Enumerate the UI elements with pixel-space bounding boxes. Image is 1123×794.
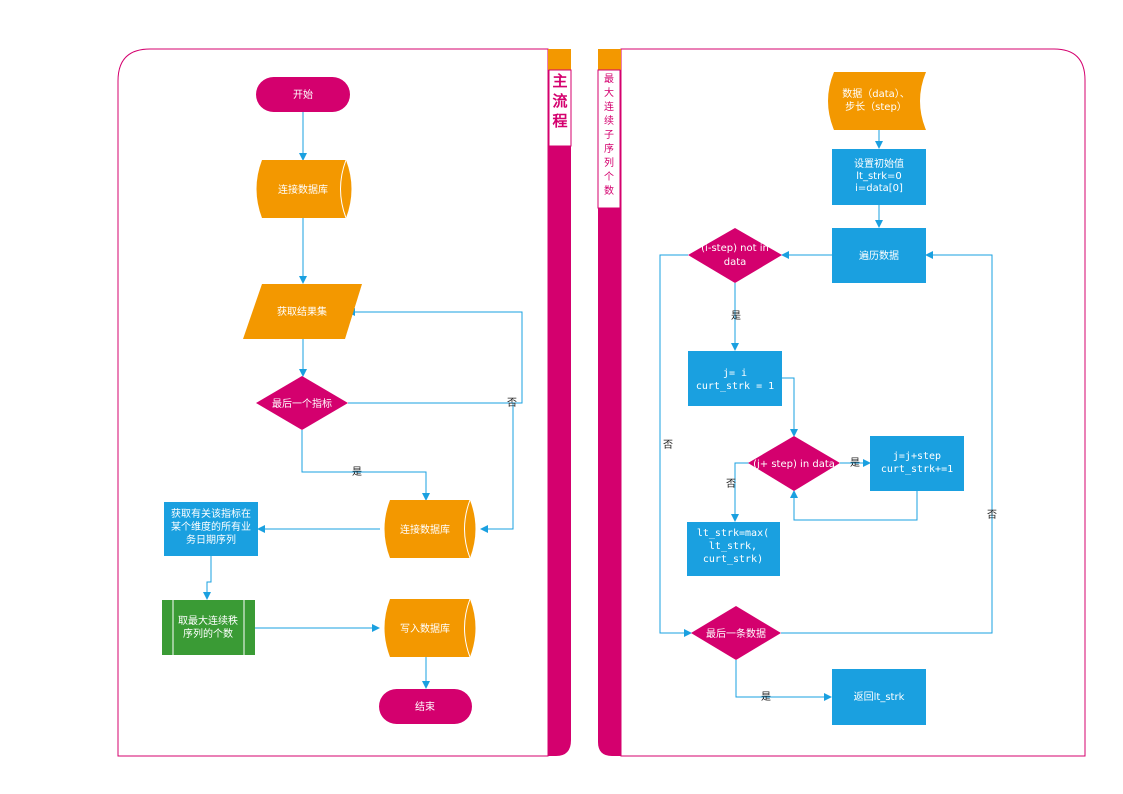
node-last-data: 最后一条数据 — [691, 606, 781, 660]
edge-label-no-1: 否 — [663, 439, 673, 451]
node-get-dates-label-line: 某个维度的所有业 — [171, 520, 251, 533]
node-input-data-label-line: 步长（step） — [845, 101, 907, 113]
main-flow-title: 主流程 — [552, 72, 567, 130]
edge-label-no: 否 — [507, 397, 517, 409]
node-connect-db-2: 连接数据库 — [384, 499, 476, 559]
node-write-db: 写入数据库 — [384, 598, 476, 658]
node-assign-label: j= i curt_strk = 1 — [696, 368, 774, 392]
node-get-dates-label-line: 获取有关该指标在 — [171, 507, 251, 520]
node-increment: j=j+step curt_strk+=1 — [870, 436, 964, 491]
node-return: 返回lt_strk — [832, 669, 926, 725]
edge-label-yes-2: 是 — [850, 457, 860, 469]
node-cond-not-in-label-line: (i-step) not in — [701, 243, 769, 254]
node-end: 结束 — [379, 689, 472, 724]
node-input-data-label-line: 数据（data）、 — [842, 87, 910, 100]
node-cond-in-label: (j+ step) in data — [753, 459, 835, 470]
node-connect-db: 连接数据库 — [256, 159, 352, 219]
node-return-label: 返回lt_strk — [854, 691, 905, 703]
node-init-label-line: 设置初始值 — [854, 157, 904, 170]
node-max-calc-label-line: lt_strk, — [709, 541, 757, 552]
node-last-metric: 最后一个指标 — [256, 376, 348, 430]
node-get-result: 获取结果集 — [243, 284, 362, 339]
node-assign-label-line: curt_strk = 1 — [696, 381, 774, 392]
node-end-label: 结束 — [415, 700, 435, 713]
vertical-title-char: 流 — [552, 92, 567, 110]
node-init-label-line: i=data[0] — [855, 183, 903, 194]
vertical-title-char: 列 — [604, 156, 614, 169]
edge-label-no-3: 否 — [987, 509, 997, 521]
vertical-title-char: 数 — [604, 184, 614, 197]
node-calc-max-label-line: 序列的个数 — [183, 627, 233, 640]
node-assign: j= i curt_strk = 1 — [688, 351, 782, 406]
vertical-title-char: 程 — [552, 112, 567, 130]
node-max-calc-label: lt_strk=max( lt_strk, curt_strk) — [697, 528, 769, 565]
sub-flow-connectors — [659, 130, 993, 701]
node-connect-db-2-label: 连接数据库 — [400, 523, 450, 536]
vertical-title-char: 主 — [552, 72, 567, 90]
node-start-label: 开始 — [293, 88, 313, 101]
node-max-calc-label-line: curt_strk) — [703, 554, 763, 565]
node-cond-not-in-label-line: data — [724, 257, 747, 268]
vertical-title-char: 序 — [604, 142, 614, 155]
node-max-calc-label-line: lt_strk=max( — [697, 528, 769, 539]
edge-label-yes-3: 是 — [761, 691, 771, 703]
node-cond-in: (j+ step) in data — [748, 436, 840, 491]
node-get-dates-label-line: 务日期序列 — [186, 533, 236, 546]
node-last-metric-label: 最后一个指标 — [272, 397, 332, 410]
node-cond-not-in: (i-step) not in data — [688, 228, 782, 283]
node-write-db-label: 写入数据库 — [400, 622, 450, 635]
vertical-title-char: 续 — [604, 114, 614, 127]
node-get-result-label: 获取结果集 — [277, 305, 327, 318]
edge-label-no-2: 否 — [726, 478, 736, 490]
node-init-label-line: lt_strk=0 — [856, 171, 901, 182]
node-connect-db-label: 连接数据库 — [278, 183, 328, 196]
node-cond-not-in-label: (i-step) not in data — [701, 243, 769, 268]
vertical-title-char: 大 — [604, 86, 614, 99]
node-calc-max-label-line: 取最大连续秩 — [178, 614, 238, 627]
node-traverse: 遍历数据 — [832, 228, 926, 283]
node-max-calc: lt_strk=max( lt_strk, curt_strk) — [687, 522, 780, 576]
main-flow-panel: 主流程 — [117, 48, 572, 757]
node-input-data: 数据（data）、步长（step） — [828, 72, 926, 130]
vertical-title-char: 子 — [604, 129, 614, 141]
vertical-title-char: 连 — [604, 100, 614, 113]
main-flow-connectors — [203, 112, 523, 689]
node-input-data-label: 数据（data）、步长（step） — [842, 87, 910, 113]
node-traverse-label: 遍历数据 — [859, 249, 899, 262]
node-increment-label-line: curt_strk+=1 — [881, 464, 953, 475]
node-last-data-label: 最后一条数据 — [706, 627, 766, 640]
vertical-title-char: 个 — [604, 171, 614, 183]
node-increment-label-line: j=j+step — [893, 451, 941, 462]
edge-label-yes-1: 是 — [731, 310, 741, 322]
vertical-title-char: 最 — [604, 73, 614, 85]
edge-label-yes: 是 — [352, 466, 362, 478]
node-assign-label-line: j= i — [723, 368, 747, 379]
node-increment-label: j=j+step curt_strk+=1 — [881, 451, 953, 475]
node-start: 开始 — [256, 77, 350, 112]
